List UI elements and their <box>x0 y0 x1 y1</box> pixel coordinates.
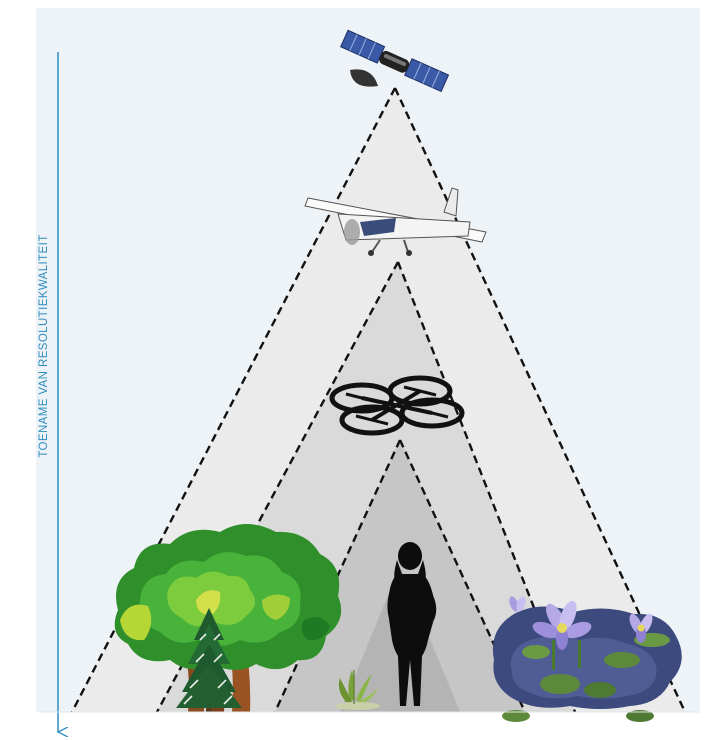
satellite-dish-icon <box>350 69 378 86</box>
resolution-axis-label: TOENAME VAN RESOLUTIEKWALITEIT <box>38 196 52 496</box>
